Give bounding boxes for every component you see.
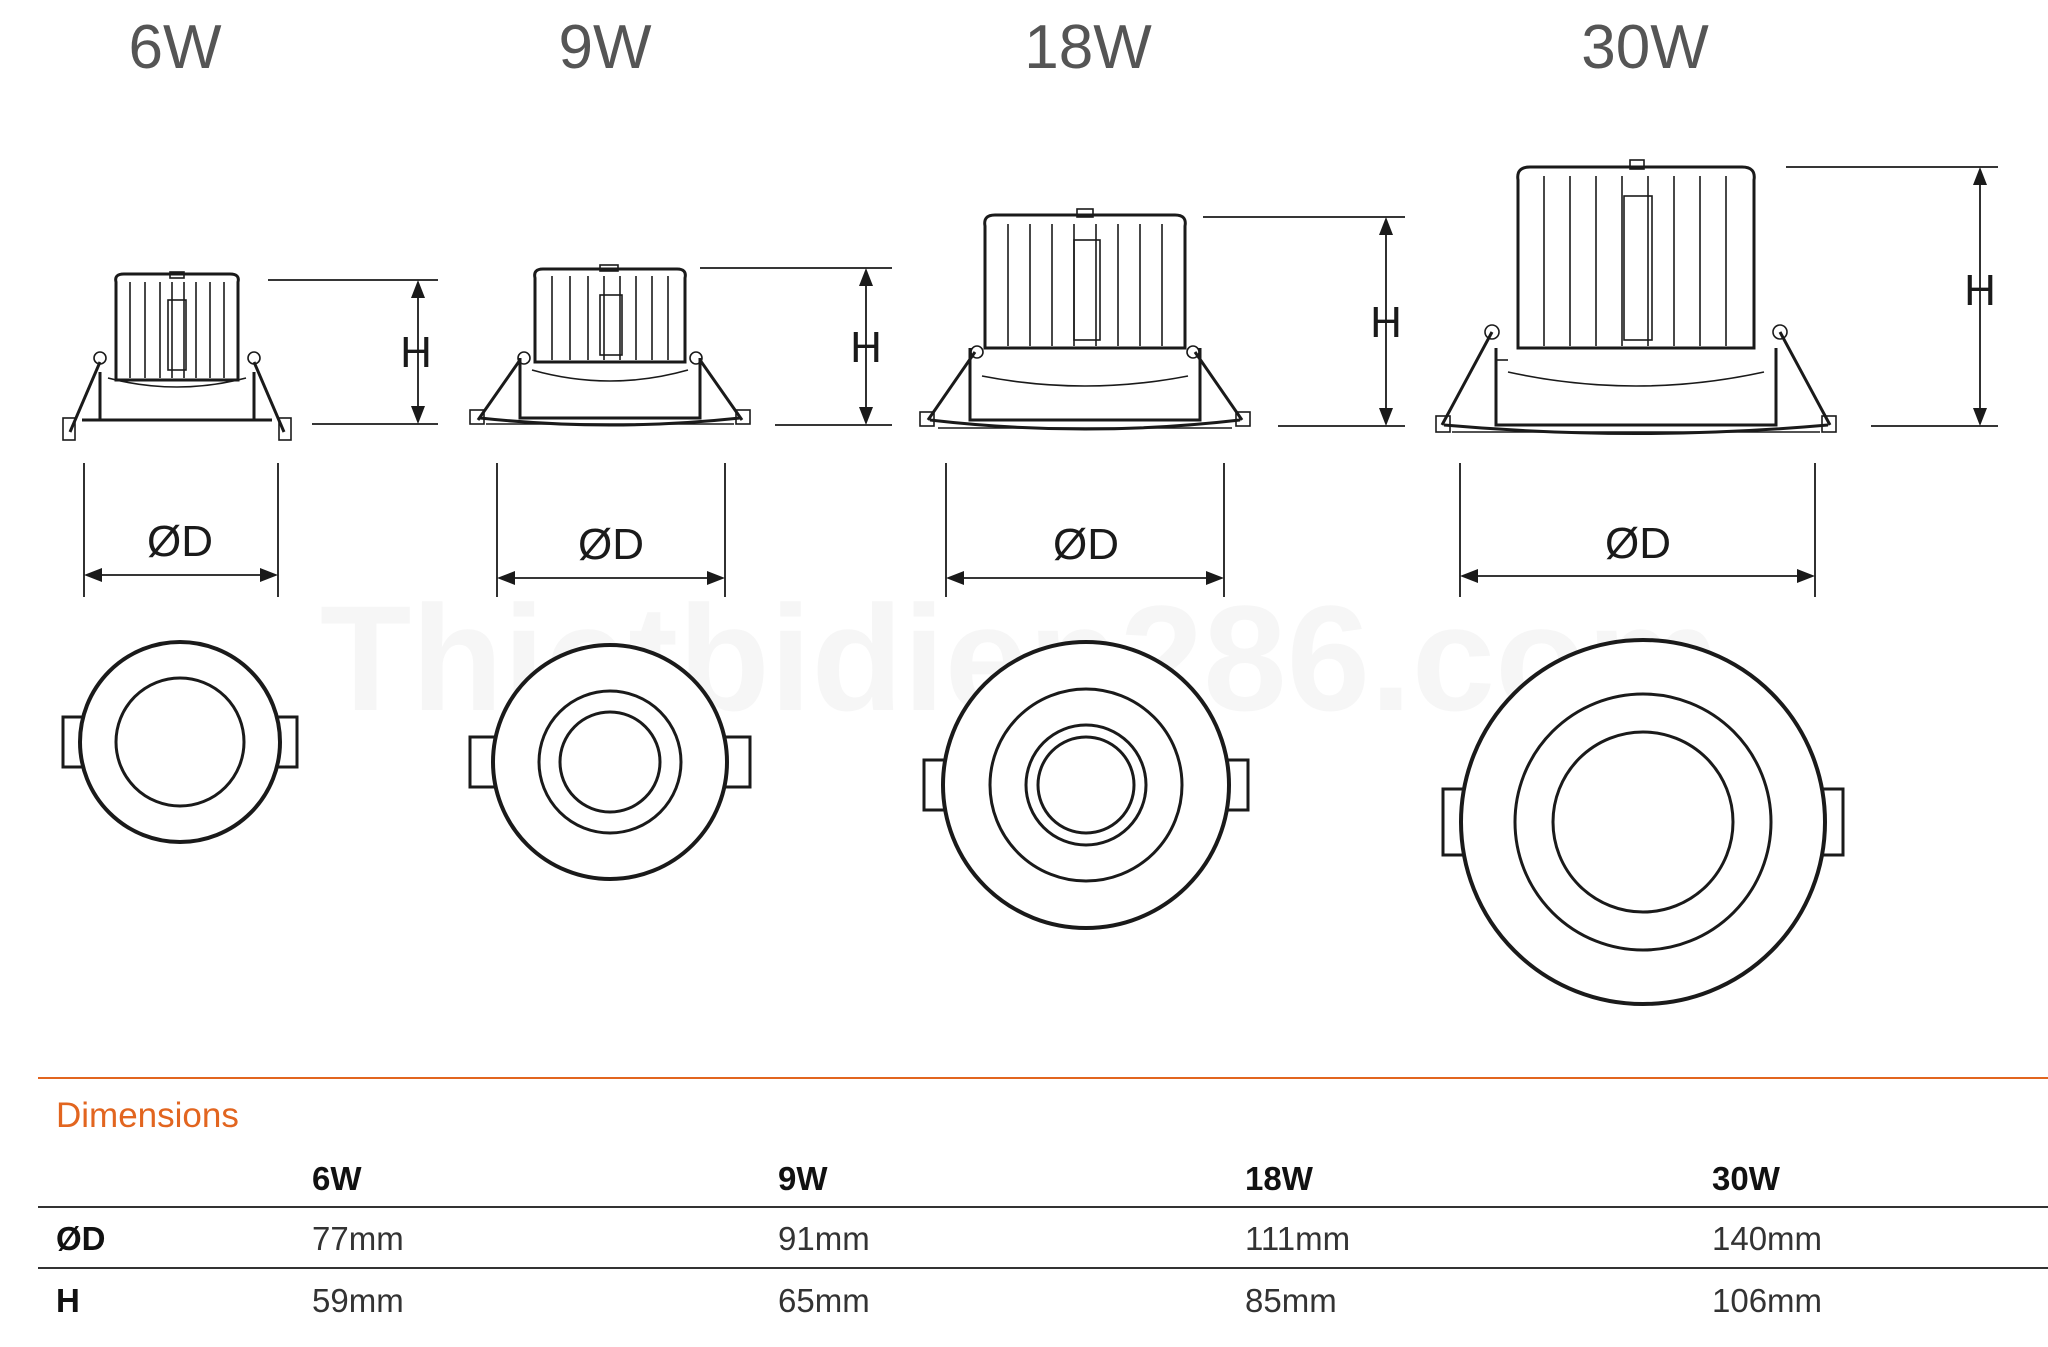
d-label-30w: ØD — [1605, 519, 1671, 568]
height-dim-9w: H — [700, 267, 892, 426]
h-label-30w: H — [1964, 266, 1996, 315]
diameter-dim-30w: ØD — [1459, 463, 1816, 597]
col-header-30w: 30W — [1712, 1160, 1781, 1197]
d-label-9w: ØD — [578, 520, 644, 569]
cell-d-9w: 91mm — [778, 1220, 870, 1257]
col-header-18w: 18W — [1245, 1160, 1314, 1197]
cell-h-6w: 59mm — [312, 1282, 404, 1319]
title-18w: 18W — [1024, 13, 1152, 82]
dimensions-table: Dimensions 6W 9W 18W 30W ØD 77mm 91mm 11… — [38, 1077, 2048, 1319]
side-view-6w — [62, 271, 292, 441]
top-view-18w — [922, 640, 1250, 930]
side-view-9w — [469, 264, 751, 427]
cell-d-6w: 77mm — [312, 1220, 404, 1257]
cell-d-18w: 111mm — [1245, 1220, 1350, 1257]
side-view-18w — [919, 208, 1251, 431]
top-view-9w — [468, 643, 752, 881]
row-label-height: H — [56, 1282, 80, 1319]
title-9w: 9W — [559, 13, 652, 82]
top-view-30w — [1441, 638, 1845, 1006]
h-label-9w: H — [850, 323, 882, 372]
side-view-30w — [1435, 159, 1837, 435]
diameter-dim-9w: ØD — [496, 463, 726, 597]
cell-h-30w: 106mm — [1712, 1282, 1822, 1319]
d-label-18w: ØD — [1053, 520, 1119, 569]
top-view-6w — [61, 640, 299, 844]
title-6w: 6W — [129, 13, 222, 82]
height-dim-30w: H — [1786, 166, 1998, 427]
height-dim-6w: H — [268, 279, 438, 425]
cell-d-30w: 140mm — [1712, 1220, 1822, 1257]
d-label-6w: ØD — [147, 517, 213, 566]
title-30w: 30W — [1581, 13, 1709, 82]
col-header-9w: 9W — [778, 1160, 828, 1197]
row-label-diameter: ØD — [56, 1220, 106, 1257]
h-label-6w: H — [400, 328, 432, 377]
cell-h-18w: 85mm — [1245, 1282, 1337, 1319]
diameter-dim-6w: ØD — [83, 463, 279, 597]
diameter-dim-18w: ØD — [945, 463, 1225, 597]
table-row: ØD 77mm 91mm 111mm 140mm — [56, 1220, 1822, 1257]
col-header-6w: 6W — [312, 1160, 362, 1197]
cell-h-9w: 65mm — [778, 1282, 870, 1319]
height-dim-18w: H — [1203, 216, 1405, 427]
table-row: H 59mm 65mm 85mm 106mm — [56, 1282, 1822, 1319]
h-label-18w: H — [1370, 298, 1402, 347]
table-title: Dimensions — [56, 1096, 239, 1135]
